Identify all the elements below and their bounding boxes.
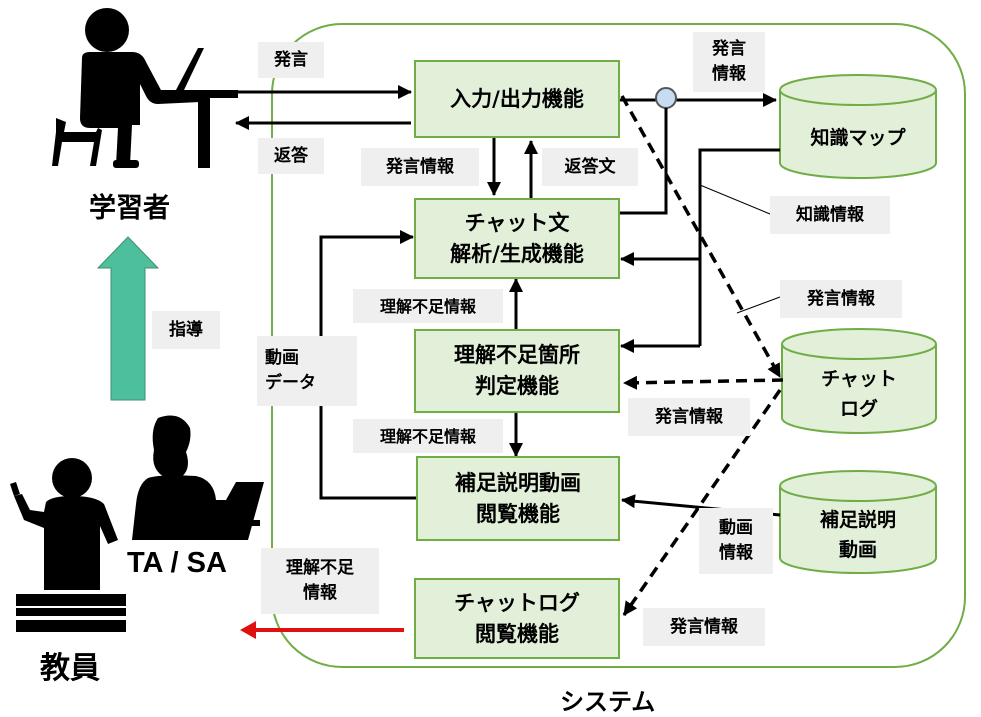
video-view-line-2: 閲覧機能 bbox=[476, 501, 560, 526]
arrow-chatlog-to-view bbox=[622, 389, 782, 616]
chat-log-line-2: ログ bbox=[839, 398, 878, 420]
label-utterance-info-in-text: 発言情報 bbox=[386, 156, 454, 177]
chat-log-label: チャット ログ bbox=[782, 360, 936, 428]
label-utterance-info-top: 発言 情報 bbox=[693, 32, 765, 92]
learner-icon bbox=[52, 8, 238, 168]
video-store-line-2: 動画 bbox=[838, 539, 877, 561]
io-function-line: 入力/出力機能 bbox=[450, 86, 584, 111]
label-utterance-info-gap: 発言情報 bbox=[628, 398, 750, 436]
leader-utterance-info-log bbox=[736, 296, 781, 314]
chat-log-line-1: チャット bbox=[821, 368, 897, 390]
label-knowledge-info-text: 知識情報 bbox=[796, 204, 864, 225]
label-video-info-1: 動画 bbox=[719, 518, 753, 538]
chatlog-view-function-box: チャットログ 閲覧機能 bbox=[414, 578, 620, 659]
label-gap-info-2: 理解不足情報 bbox=[353, 419, 503, 453]
label-video-data-1: 動画 bbox=[265, 348, 299, 368]
label-utterance-info-gap-text: 発言情報 bbox=[655, 406, 723, 427]
leader-knowledge-info bbox=[699, 184, 771, 215]
label-gap-info-2-text: 理解不足情報 bbox=[379, 426, 476, 446]
chat-parse-line-2: 解析/生成機能 bbox=[450, 241, 584, 266]
chatlog-view-line-1: チャットログ bbox=[454, 590, 580, 615]
label-utterance-text: 発言 bbox=[274, 49, 308, 70]
label-reply-text-text: 返答文 bbox=[564, 156, 616, 177]
label-gap-info-teacher-2: 情報 bbox=[303, 583, 337, 603]
label-guidance: 指導 bbox=[152, 311, 220, 349]
label-gap-info-teacher-1: 理解不足 bbox=[286, 558, 354, 578]
io-function-box: 入力/出力機能 bbox=[414, 60, 620, 138]
chatlog-view-line-2: 閲覧機能 bbox=[475, 621, 559, 646]
knowledge-map-label: 知識マップ bbox=[780, 108, 936, 168]
label-reply-text: 返答文 bbox=[542, 148, 638, 186]
connector-node bbox=[655, 87, 677, 109]
gap-detect-line-1: 理解不足箇所 bbox=[454, 343, 580, 367]
label-utterance-info-top-1: 発言 bbox=[712, 39, 746, 59]
label-gap-info-1-text: 理解不足情報 bbox=[379, 296, 476, 316]
label-gap-info-1: 理解不足情報 bbox=[353, 289, 503, 323]
video-cylinder bbox=[779, 470, 937, 574]
video-view-function-box: 補足説明動画 閲覧機能 bbox=[416, 456, 620, 541]
chat-parse-function-box: チャット文 解析/生成機能 bbox=[414, 198, 620, 279]
line-knowledge-left bbox=[698, 148, 780, 346]
arrow-chatlog-to-gap bbox=[623, 375, 784, 390]
system-label: システム bbox=[560, 688, 656, 716]
gap-detect-function-box: 理解不足箇所 判定機能 bbox=[414, 329, 620, 413]
label-utterance-info-top-2: 情報 bbox=[712, 64, 746, 84]
ta-sa-icon bbox=[132, 415, 264, 540]
teacher-label: 教員 bbox=[40, 652, 100, 685]
label-guidance-text: 指導 bbox=[169, 319, 203, 340]
line-parse-to-connector bbox=[620, 108, 668, 215]
knowledge-map-line: 知識マップ bbox=[810, 127, 906, 149]
label-gap-info-teacher: 理解不足 情報 bbox=[261, 548, 379, 614]
label-utterance-info-chatlog: 発言情報 bbox=[643, 608, 765, 646]
chat-log-cylinder bbox=[781, 328, 937, 434]
label-utterance-info-log-text: 発言情報 bbox=[807, 288, 875, 309]
chat-parse-line-1: チャット文 bbox=[464, 210, 570, 235]
arrow-to-teacher-head bbox=[240, 621, 256, 639]
label-utterance-info-in: 発言情報 bbox=[361, 148, 479, 186]
label-video-data-2: データ bbox=[265, 373, 316, 393]
label-utterance: 発言 bbox=[258, 42, 324, 78]
guidance-arrow bbox=[96, 236, 160, 401]
ta-sa-label: TA / SA bbox=[127, 547, 227, 579]
video-store-line-1: 補足説明 bbox=[819, 509, 896, 531]
video-view-line-1: 補足説明動画 bbox=[455, 470, 581, 495]
video-store-label: 補足説明 動画 bbox=[780, 502, 936, 568]
label-reply-text: 返答 bbox=[274, 145, 308, 166]
teacher-icon bbox=[10, 458, 126, 632]
label-video-data: 動画 データ bbox=[257, 336, 357, 406]
label-knowledge-info: 知識情報 bbox=[770, 196, 890, 234]
label-reply: 返答 bbox=[258, 138, 324, 174]
label-utterance-info-log: 発言情報 bbox=[780, 280, 902, 318]
label-utterance-info-chatlog-text: 発言情報 bbox=[670, 616, 738, 637]
label-video-info: 動画 情報 bbox=[699, 508, 773, 574]
knowledge-map-cylinder bbox=[779, 74, 937, 179]
label-video-info-2: 情報 bbox=[719, 543, 753, 563]
learner-label: 学習者 bbox=[89, 193, 170, 223]
gap-detect-line-2: 判定機能 bbox=[475, 374, 559, 398]
